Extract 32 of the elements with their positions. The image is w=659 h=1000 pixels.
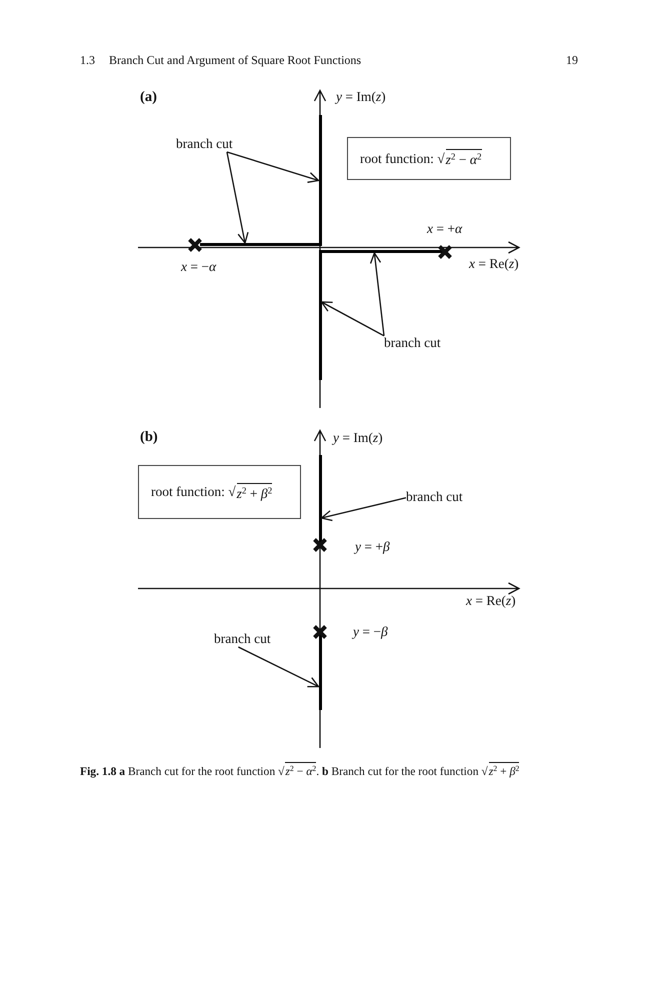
leader-arrow bbox=[370, 252, 385, 336]
point-label: y = +β bbox=[355, 539, 390, 555]
axis-label: y = Im(z) bbox=[336, 89, 386, 105]
point-label: y = −β bbox=[353, 624, 388, 640]
callout-label: branch cut bbox=[214, 631, 271, 647]
leader-arrow bbox=[226, 152, 249, 244]
panel-label: (a) bbox=[140, 89, 157, 105]
page-number: 19 bbox=[566, 52, 578, 68]
section-number: 1.3 bbox=[80, 52, 95, 68]
leader-arrow bbox=[238, 646, 320, 688]
branch-cut-line bbox=[200, 243, 318, 246]
branch-cut-line bbox=[318, 250, 322, 380]
figure-caption: Fig. 1.8 a Branch cut for the root function √z$^{2}$ − α$^{2}$. b Branch cut for the root function √z$^{2}$ + β$^{2}$ bbox=[80, 764, 520, 780]
leader-arrow bbox=[320, 497, 406, 522]
panel-label: (b) bbox=[140, 429, 158, 445]
axis-label: x = Re(z) bbox=[469, 256, 519, 272]
axis-label: x = Re(z) bbox=[466, 593, 516, 609]
branch-cut-line bbox=[318, 632, 322, 710]
branch-cut-line bbox=[318, 455, 322, 545]
axis-label: y = Im(z) bbox=[333, 430, 383, 446]
point-label: x = +α bbox=[427, 221, 462, 237]
callout-label: branch cut bbox=[384, 335, 441, 351]
branch-cut-line bbox=[322, 250, 444, 253]
formula-box: root function: √z$^{2}$ + β$^{2}$ bbox=[138, 465, 301, 519]
formula-box: root function: √z$^{2}$ − α$^{2}$ bbox=[347, 137, 511, 180]
branch-cut-line bbox=[318, 115, 322, 246]
running-header: Branch Cut and Argument of Square Root Functions bbox=[109, 52, 362, 68]
leader-arrow bbox=[226, 151, 320, 183]
callout-label: branch cut bbox=[406, 489, 463, 505]
point-label: x = −α bbox=[181, 259, 216, 275]
leader-arrow bbox=[320, 301, 384, 336]
callout-label: branch cut bbox=[176, 136, 233, 152]
